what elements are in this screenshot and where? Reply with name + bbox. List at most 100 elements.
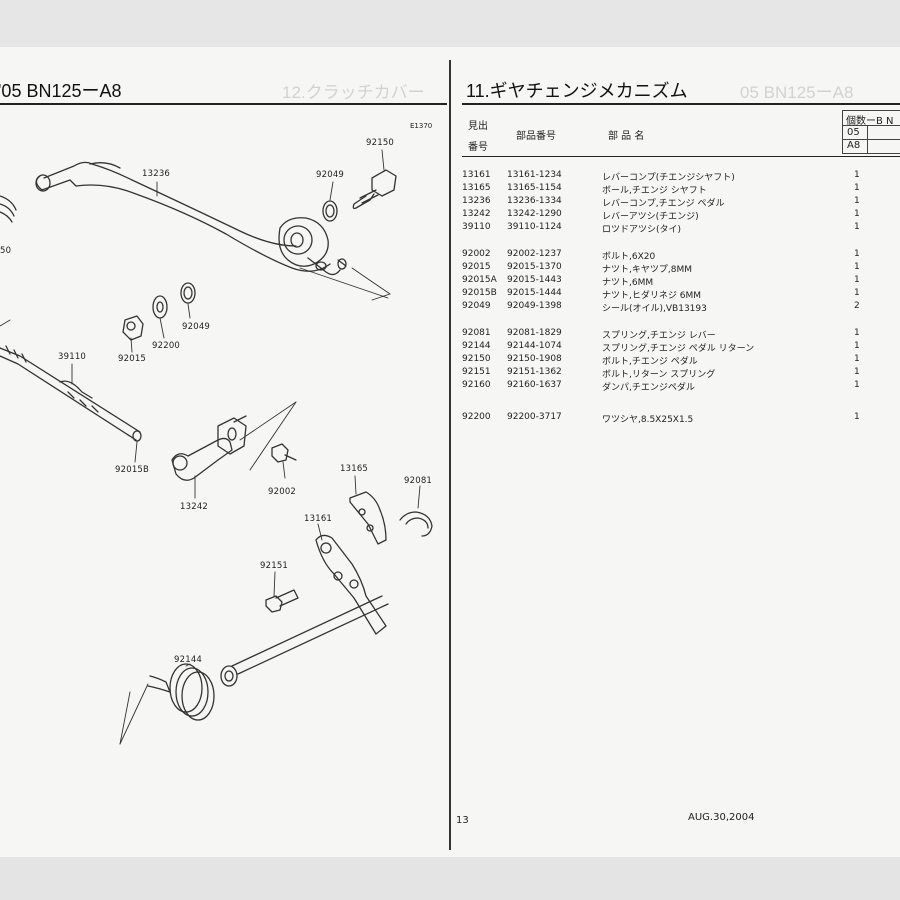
- label-92144: 92144: [174, 655, 203, 665]
- part-qty: 1: [854, 288, 860, 298]
- pedal-return-spring: [147, 663, 215, 721]
- part-name: ダンパ,チエンジペダル: [602, 383, 695, 393]
- table-header-rule: [462, 156, 900, 157]
- label-92081: 92081: [404, 476, 433, 486]
- part-qty: 1: [854, 249, 860, 259]
- part-name: スプリング,チエンジ ペダル リターン: [602, 344, 755, 354]
- part-name: ロツドアツシ(タイ): [602, 225, 682, 235]
- col-part-number: 部品番号: [516, 131, 556, 142]
- part-qty: 1: [854, 170, 860, 180]
- part-number: 92150-1908: [507, 354, 562, 364]
- part-qty: 1: [854, 354, 860, 364]
- part-ref: 39110: [462, 222, 491, 232]
- leader-92200: [159, 317, 165, 339]
- label-13161: 13161: [304, 514, 333, 524]
- part-ref: 92160: [462, 380, 491, 390]
- part-name: レバーコンプ(チエンジシヤフト): [602, 173, 735, 183]
- part-ref: 13242: [462, 209, 491, 219]
- cap-nut: [122, 315, 144, 341]
- part-ref: 92151: [462, 367, 491, 377]
- part-name: スプリング,チエンジ レバー: [602, 331, 716, 341]
- shift-shaft-lever: [220, 534, 389, 687]
- part-name: ボルト,チエンジ ペダル: [602, 357, 698, 367]
- table-row: 92160 92160-1637 ダンパ,チエンジペダル 1: [462, 380, 882, 393]
- part-ref: 92015A: [462, 275, 497, 285]
- part-name: ナツト,6MM: [602, 278, 654, 288]
- leader-13161: [317, 523, 323, 541]
- page-gutter: [449, 60, 451, 850]
- illustration-code: E1370: [410, 122, 433, 130]
- label-92150: 92150: [366, 138, 395, 148]
- part-name: レバーコンプ,チエンジ ペダル: [602, 199, 725, 209]
- part-number: 92015-1444: [507, 288, 562, 298]
- leader-92049b: [187, 303, 191, 319]
- qty-rule-v: [867, 125, 868, 153]
- label-92049-upper: 92049: [316, 170, 345, 180]
- label-92015: 92015: [118, 354, 147, 364]
- label-92015b: 92015B: [115, 465, 150, 475]
- header-rule-right: [462, 103, 900, 105]
- part-name: シール(オイル),VB13193: [602, 304, 707, 314]
- part-qty: 1: [854, 367, 860, 377]
- header-rule-left: [0, 103, 447, 105]
- print-date: AUG.30,2004: [688, 812, 755, 823]
- part-ref: 92015: [462, 262, 491, 272]
- part-number: 92160-1637: [507, 380, 562, 390]
- part-name: レバーアツシ(チエンジ): [602, 212, 699, 222]
- leader-92151: [273, 571, 276, 597]
- part-ref: 13236: [462, 196, 491, 206]
- model-title: '05 BN125ーA8: [0, 81, 122, 101]
- spring-coil-edge: [0, 195, 17, 223]
- part-ref: 92015B: [462, 288, 497, 298]
- part-ref: 92002: [462, 249, 491, 259]
- label-92151: 92151: [260, 561, 289, 571]
- part-number: 92015-1443: [507, 275, 562, 285]
- part-name: ボルト,リターン スプリング: [602, 370, 716, 380]
- col-ref-line2: 番号: [468, 142, 488, 153]
- label-92049-lower: 92049: [182, 322, 211, 332]
- page-number: 13: [456, 815, 469, 826]
- part-ref: 92081: [462, 328, 491, 338]
- section-title: 11.ギヤチェンジメカニズム: [466, 81, 688, 101]
- leader-92015: [130, 337, 133, 353]
- leader-92144: [185, 663, 191, 667]
- change-pedal: [35, 161, 347, 276]
- return-spring-bolt: [265, 589, 299, 613]
- part-number: 92015-1370: [507, 262, 562, 272]
- label-92002: 92002: [268, 487, 297, 497]
- tie-rod: [0, 345, 142, 442]
- part-name: ボルト,6X20: [602, 252, 656, 262]
- change-lever: [171, 415, 247, 481]
- label-39110: 39110: [58, 352, 87, 362]
- qty-title: 個数ーB N: [846, 116, 894, 127]
- part-number: 92200-3717: [507, 412, 562, 422]
- label-13236: 13236: [142, 169, 171, 179]
- leader-92015b: [134, 441, 138, 463]
- part-name: ワツシヤ,8.5X25X1.5: [602, 415, 694, 425]
- background-bottom: [0, 857, 900, 900]
- part-qty: 1: [854, 412, 860, 422]
- part-number: 13236-1334: [507, 196, 562, 206]
- part-number: 92081-1829: [507, 328, 562, 338]
- ghost-text-left: 12.クラッチカバー: [282, 83, 425, 102]
- qty-model-05: 05: [847, 127, 860, 138]
- col-ref-line1: 見出: [468, 121, 488, 132]
- part-number: 13161-1234: [507, 170, 562, 180]
- part-ref: 92150: [462, 354, 491, 364]
- label-92200: 92200: [152, 341, 181, 351]
- part-number: 39110-1124: [507, 222, 562, 232]
- part-qty: 2: [854, 301, 860, 311]
- part-ref: 92144: [462, 341, 491, 351]
- part-qty: 1: [854, 380, 860, 390]
